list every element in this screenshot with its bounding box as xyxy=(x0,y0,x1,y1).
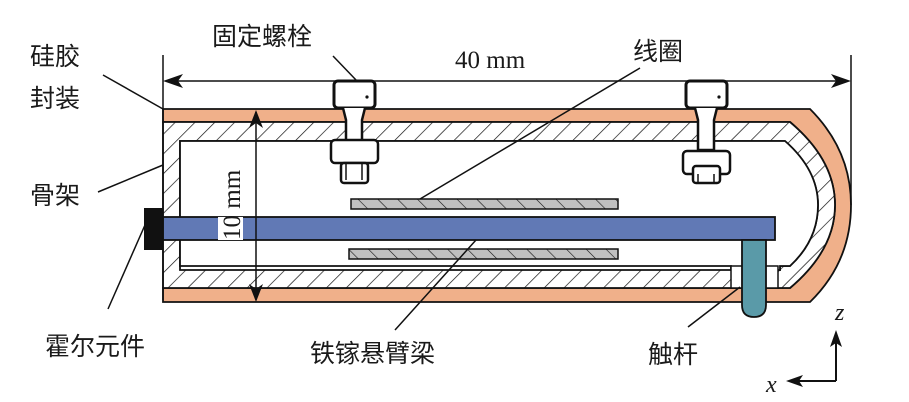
leader-hall xyxy=(107,224,146,310)
height-label-bg xyxy=(218,217,243,240)
leader-frame xyxy=(97,164,164,193)
leader-beam xyxy=(394,239,477,331)
label-galfenol-cantilever: 铁镓悬臂梁 xyxy=(310,339,435,368)
dimension-length-label: 40 mm xyxy=(455,47,526,74)
leader-silicone xyxy=(102,74,164,110)
dimension-height-label: 10 mm xyxy=(219,169,246,240)
axes-indicator xyxy=(786,330,842,387)
dimension-height xyxy=(249,110,263,302)
coil-bottom xyxy=(348,248,619,260)
label-fixing-bolt: 固定螺栓 xyxy=(212,22,312,51)
fixing-bolt-right xyxy=(681,79,732,185)
leader-rod xyxy=(687,286,741,328)
label-coil: 线圈 xyxy=(633,37,683,66)
galfenol-cantilever-beam xyxy=(162,216,776,241)
label-hall-element: 霍尔元件 xyxy=(45,332,145,361)
axis-label-z: z xyxy=(834,300,845,326)
label-contact-rod: 触杆 xyxy=(648,340,698,369)
leader-coil xyxy=(419,67,641,200)
contact-rod xyxy=(741,239,767,318)
hall-element xyxy=(144,208,163,250)
leader-bolt xyxy=(332,55,358,82)
label-silicone-line1: 硅胶 xyxy=(30,42,80,71)
dimension-length xyxy=(162,55,852,300)
axis-label-x: x xyxy=(765,372,777,398)
label-frame: 骨架 xyxy=(30,181,80,210)
label-silicone-line2: 封装 xyxy=(30,84,80,113)
coil-top xyxy=(350,198,619,210)
